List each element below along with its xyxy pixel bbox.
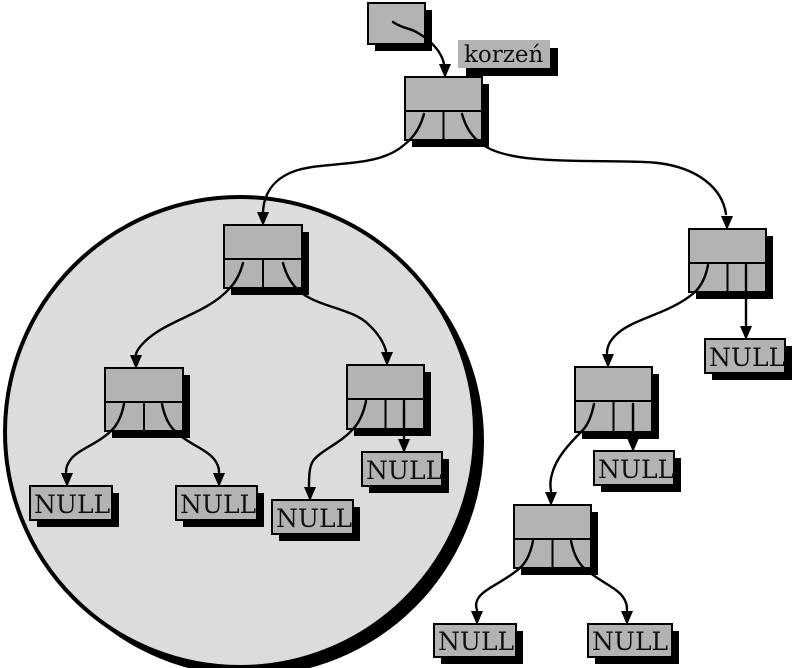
link-LL-right	[160, 402, 221, 474]
null-body	[361, 451, 443, 487]
link-L-left	[134, 261, 245, 356]
null-label: NULL	[276, 504, 352, 533]
link-RLL-right	[569, 539, 629, 612]
link-R-left	[605, 263, 710, 355]
arrowhead	[398, 439, 410, 453]
null-label: NULL	[709, 343, 785, 372]
node-LL	[104, 367, 190, 438]
arrowhead	[381, 352, 393, 366]
arrowhead	[130, 355, 142, 369]
root-pointer-label: korzeń	[464, 42, 544, 68]
null-body	[29, 485, 113, 521]
arrowhead	[627, 438, 639, 452]
arrowhead	[61, 473, 73, 487]
null-body	[704, 338, 786, 374]
node-RLL	[513, 504, 598, 575]
arrowhead	[439, 64, 451, 78]
null-box-LL-right: NULL	[175, 485, 264, 527]
label-body	[458, 40, 550, 68]
arrowhead	[213, 473, 225, 487]
node-RL	[574, 366, 659, 439]
null-box-R-right: NULL	[704, 338, 792, 380]
null-box-LR-right: NULL	[361, 451, 449, 493]
highlight-circle	[3, 195, 477, 668]
link-L-right	[281, 261, 388, 353]
arrowhead	[740, 326, 752, 340]
node-R	[688, 228, 773, 299]
null-label: NULL	[592, 627, 668, 656]
arrowhead	[471, 611, 483, 625]
null-box-RLL-right: NULL	[587, 623, 679, 664]
arrowhead	[257, 212, 269, 226]
null-body	[433, 623, 517, 658]
null-body	[271, 499, 354, 535]
node-L	[223, 224, 309, 295]
root-pointer-label-box: korzeń	[458, 40, 558, 76]
link-root-right	[460, 112, 728, 216]
null-body	[593, 450, 675, 486]
link-LL-left	[64, 402, 126, 474]
null-box-RL-right: NULL	[593, 450, 681, 492]
node-root	[404, 76, 489, 147]
link-RLL-left	[474, 539, 535, 612]
null-label: NULL	[180, 490, 256, 519]
arrowhead	[545, 492, 557, 506]
null-label: NULL	[34, 490, 110, 519]
null-label: NULL	[366, 456, 442, 485]
null-label: NULL	[438, 627, 514, 656]
link-rootptr-to-root	[391, 20, 446, 66]
link-root-left	[261, 112, 426, 214]
null-body	[175, 485, 258, 521]
link-LR-left	[307, 399, 368, 488]
node-LR	[346, 364, 431, 436]
arrowhead	[721, 216, 733, 230]
arrowhead	[621, 611, 633, 625]
root-pointer-box	[367, 2, 432, 51]
null-box-LR-left: NULL	[271, 499, 360, 541]
null-label: NULL	[598, 455, 674, 484]
null-box-RLL-left: NULL	[433, 623, 523, 664]
null-box-LL-left: NULL	[29, 485, 119, 527]
link-RL-left	[549, 402, 596, 493]
arrowhead	[304, 487, 316, 501]
links	[61, 20, 752, 625]
null-body	[587, 623, 673, 658]
arrowhead	[602, 354, 614, 368]
